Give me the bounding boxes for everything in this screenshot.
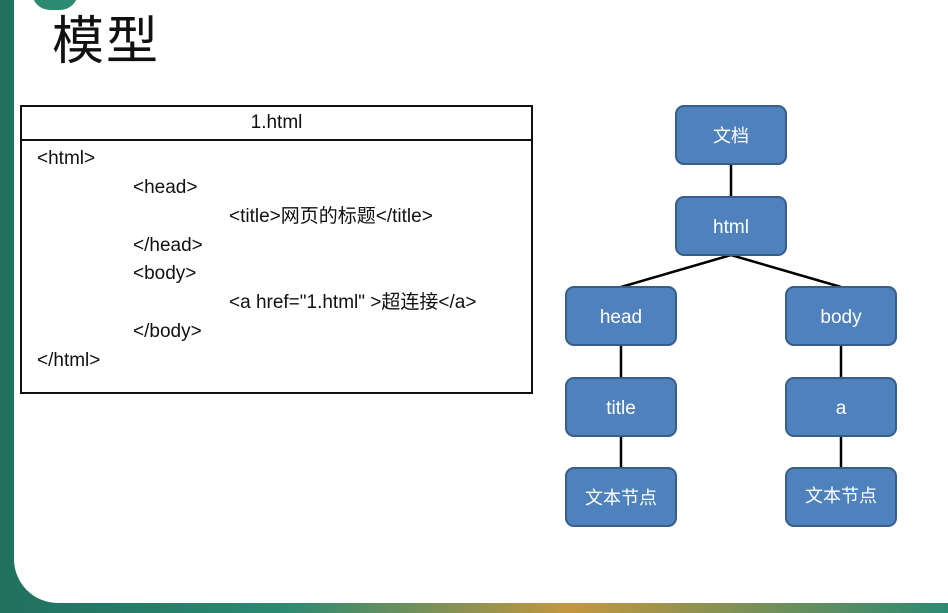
corner-badge	[32, 0, 78, 10]
node-title: title	[565, 377, 677, 437]
node-html-label: html	[713, 217, 749, 238]
node-a-label: a	[836, 398, 847, 419]
node-html: html	[675, 196, 787, 256]
code-line: <a href="1.html" >超连接</a>	[229, 292, 477, 313]
node-head-label: head	[600, 307, 642, 328]
node-text-right: 文本节点	[785, 467, 897, 527]
code-box-filename: 1.html	[22, 107, 531, 141]
code-box: 1.html	[20, 105, 533, 394]
code-line: </html>	[37, 350, 101, 371]
node-body: body	[785, 286, 897, 346]
node-text-left: 文本节点	[565, 467, 677, 527]
node-body-label: body	[820, 307, 862, 328]
slide-corner-fill	[926, 0, 948, 44]
edge-html-body	[730, 253, 842, 289]
slide-title: 模型	[52, 12, 161, 72]
node-document: 文档	[675, 105, 787, 165]
code-line: </head>	[133, 235, 203, 256]
code-line: <html>	[37, 148, 96, 169]
node-a: a	[785, 377, 897, 437]
node-document-label: 文档	[713, 126, 749, 147]
code-line: <head>	[133, 177, 198, 198]
edge-html-head	[620, 253, 732, 289]
code-line: <body>	[133, 263, 197, 284]
code-line: </body>	[133, 321, 202, 342]
code-line: <title>网页的标题</title>	[229, 206, 433, 227]
node-text-right-label: 文本节点	[805, 486, 877, 507]
node-title-label: title	[606, 398, 636, 419]
node-text-left-label: 文本节点	[585, 488, 657, 509]
node-head: head	[565, 286, 677, 346]
